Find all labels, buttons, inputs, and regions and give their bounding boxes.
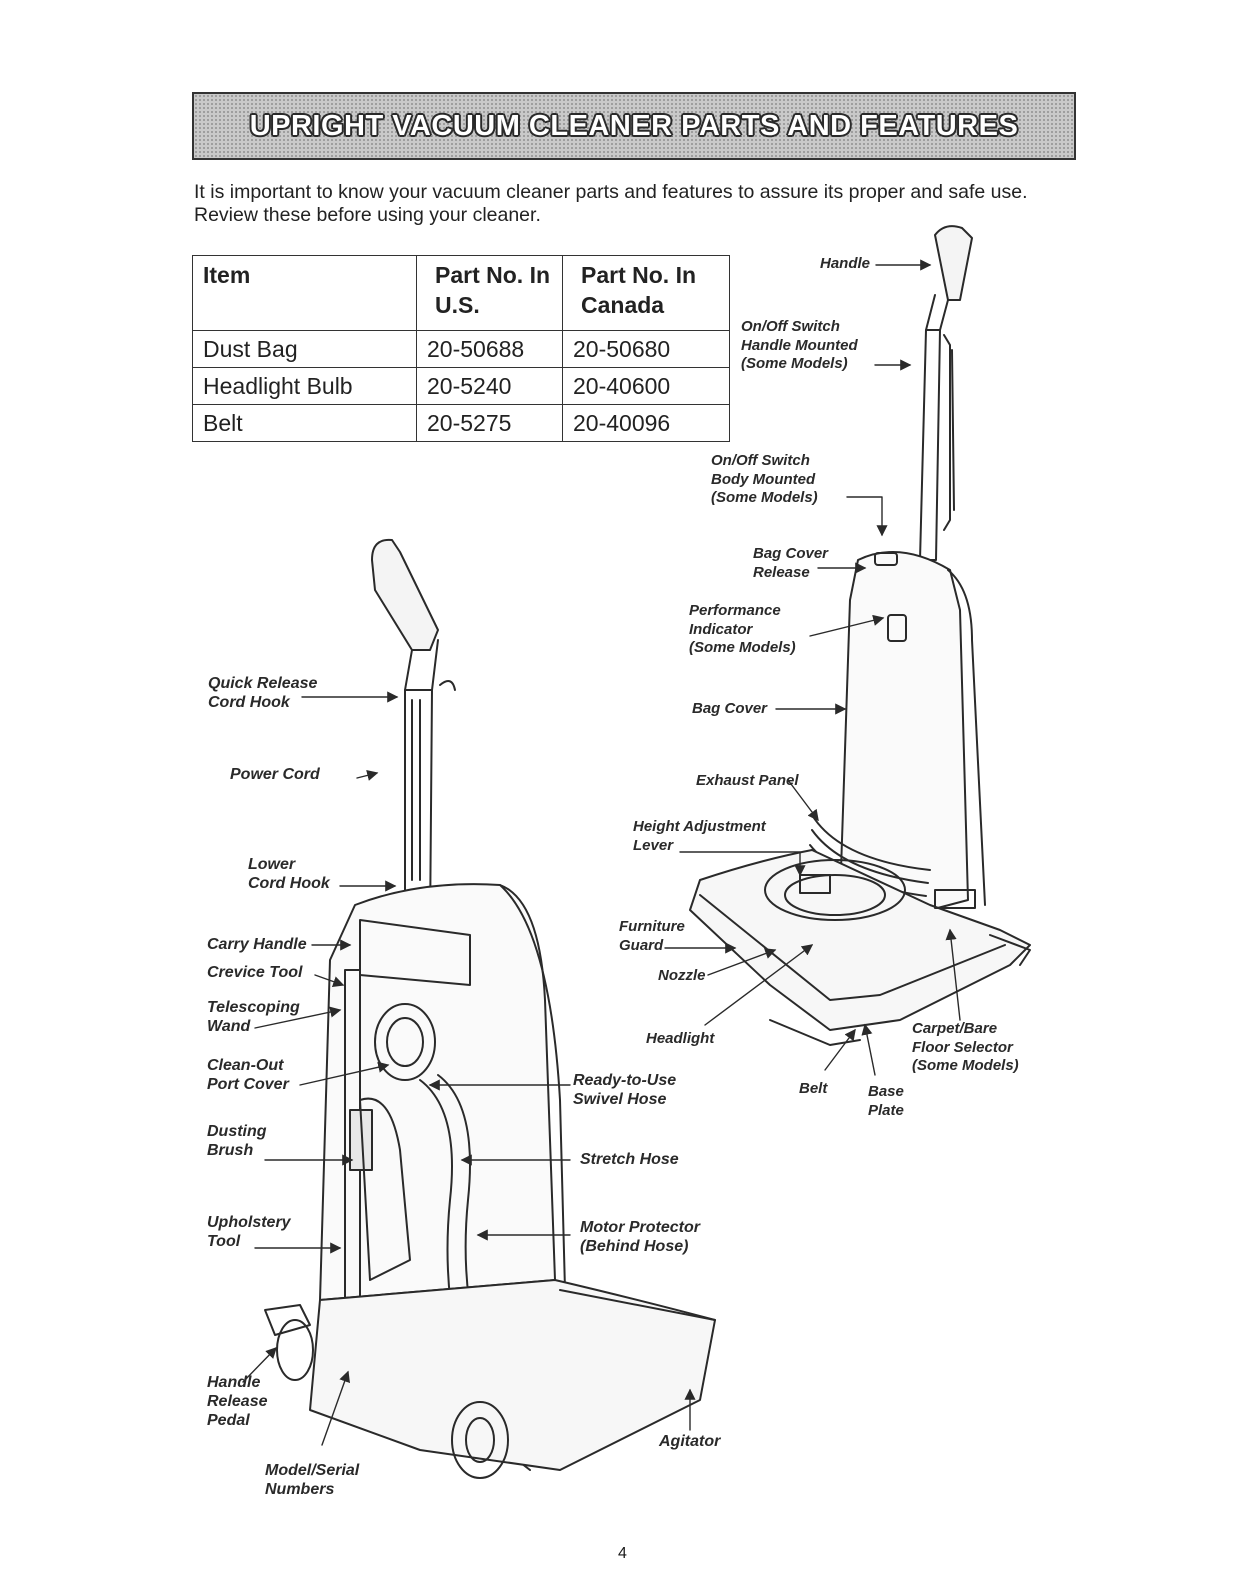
table-cell: 20-40096 xyxy=(562,404,730,442)
table-row: Dust Bag 20-50688 20-50680 xyxy=(192,330,730,368)
callout-onoff-handle: On/Off Switch Handle Mounted (Some Model… xyxy=(741,318,858,372)
table-header-row: Item Part No. In U.S. Part No. In Canada xyxy=(192,255,730,331)
table-cell: 20-5275 xyxy=(416,404,563,442)
page-title: UPRIGHT VACUUM CLEANER PARTS AND FEATURE… xyxy=(249,109,1019,142)
callout-belt: Belt xyxy=(799,1080,828,1097)
table-cell: 20-50680 xyxy=(562,330,730,368)
table-cell: 20-40600 xyxy=(562,367,730,405)
callout-cleanout-port: Clean-Out Port Cover xyxy=(207,1057,289,1093)
callout-nozzle: Nozzle xyxy=(658,967,706,984)
callout-lower-cord-hook: Lower Cord Hook xyxy=(248,856,330,892)
callout-stretch-hose: Stretch Hose xyxy=(580,1151,679,1168)
right-vacuum-drawing xyxy=(689,225,1031,1046)
page-number: 4 xyxy=(618,1545,627,1562)
table-cell: Headlight Bulb xyxy=(192,367,417,405)
callout-headlight: Headlight xyxy=(646,1030,715,1047)
callout-base-plate: Base Plate xyxy=(868,1083,904,1119)
callout-dusting-brush: Dusting Brush xyxy=(207,1123,267,1159)
table-header-cell: Item xyxy=(192,255,417,331)
callout-handle: Handle xyxy=(820,255,871,272)
callout-carry-handle: Carry Handle xyxy=(207,936,307,953)
callout-leader-lines xyxy=(242,259,961,1446)
callout-power-cord: Power Cord xyxy=(230,766,320,783)
callout-handle-release: Handle Release Pedal xyxy=(207,1374,268,1429)
callout-ready-hose: Ready-to-Use Swivel Hose xyxy=(573,1072,677,1108)
table-cell: 20-5240 xyxy=(416,367,563,405)
table-row: Belt 20-5275 20-40096 xyxy=(192,404,730,442)
callout-telescoping-wand: Telescoping Wand xyxy=(207,999,300,1035)
table-cell: Dust Bag xyxy=(192,330,417,368)
section-banner: UPRIGHT VACUUM CLEANER PARTS AND FEATURE… xyxy=(192,92,1076,160)
callout-performance-indicator: Performance Indicator (Some Models) xyxy=(689,602,796,656)
callout-carpet-selector: Carpet/Bare Floor Selector (Some Models) xyxy=(912,1020,1019,1074)
callout-crevice-tool: Crevice Tool xyxy=(207,964,303,981)
callout-exhaust-panel: Exhaust Panel xyxy=(696,772,799,789)
callout-onoff-body: On/Off Switch Body Mounted (Some Models) xyxy=(711,452,818,506)
table-row: Headlight Bulb 20-5240 20-40600 xyxy=(192,367,730,405)
parts-table: Item Part No. In U.S. Part No. In Canada… xyxy=(192,255,730,442)
callout-furniture-guard: Furniture Guard xyxy=(619,918,685,954)
callout-bag-cover-release: Bag Cover Release xyxy=(753,545,829,581)
intro-paragraph: It is important to know your vacuum clea… xyxy=(194,181,1028,226)
callout-upholstery-tool: Upholstery Tool xyxy=(207,1214,291,1250)
table-cell: Belt xyxy=(192,404,417,442)
table-cell: 20-50688 xyxy=(416,330,563,368)
callout-motor-protector: Motor Protector (Behind Hose) xyxy=(580,1219,700,1255)
left-vacuum-drawing xyxy=(264,538,716,1479)
callout-height-adjustment: Height Adjustment Lever xyxy=(633,818,766,854)
table-header-cell: Part No. In Canada xyxy=(562,255,730,331)
callout-model-serial: Model/Serial Numbers xyxy=(265,1462,360,1498)
callout-agitator: Agitator xyxy=(659,1433,721,1450)
callout-bag-cover: Bag Cover xyxy=(692,700,768,717)
callout-quick-release: Quick Release Cord Hook xyxy=(208,675,318,711)
